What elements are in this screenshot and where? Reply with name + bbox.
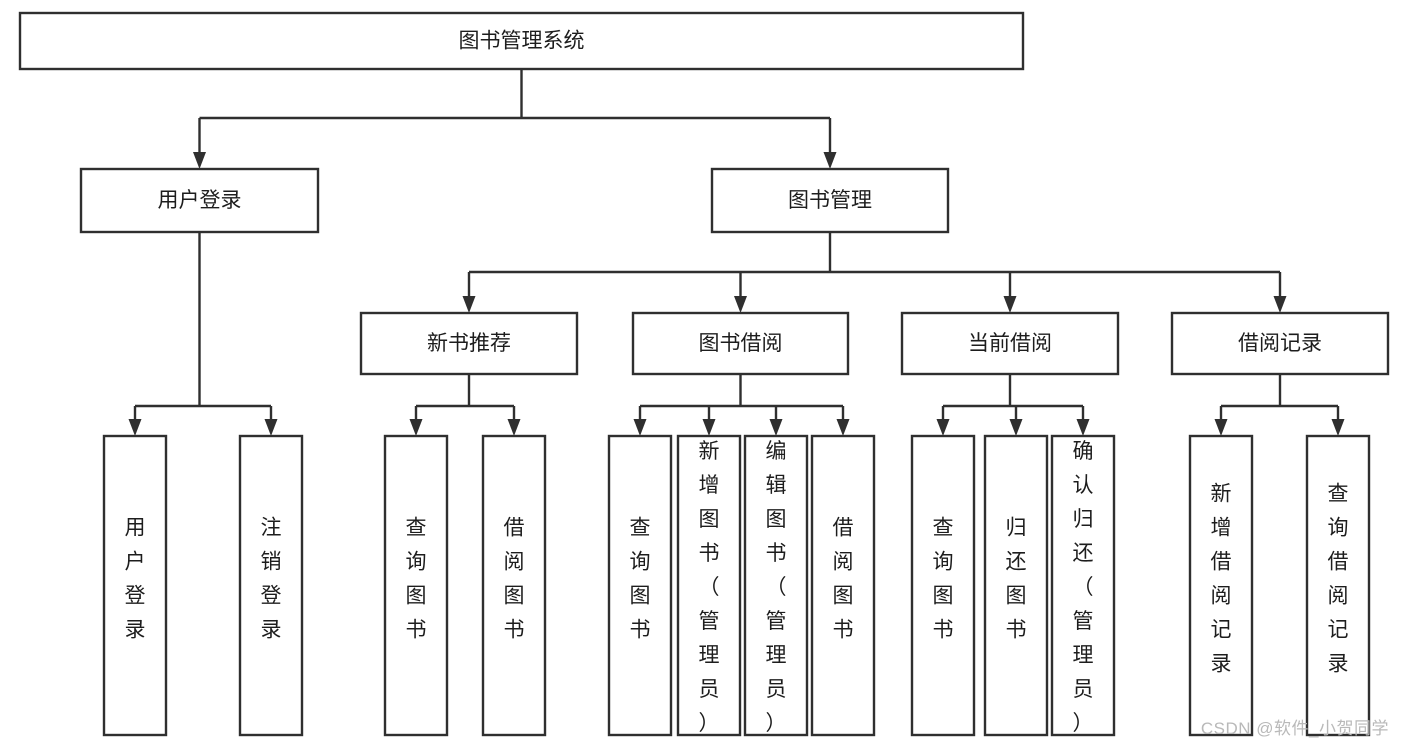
node-leaf-current-query-book[interactable]: 查询图书 bbox=[910, 434, 976, 737]
node-book-borrow[interactable]: 图书借阅 bbox=[631, 311, 850, 376]
node-leaf-current-return-book[interactable]: 归还图书 bbox=[983, 434, 1049, 737]
node-label-new-book-rec: 新书推荐 bbox=[427, 332, 511, 355]
node-root[interactable]: 图书管理系统 bbox=[18, 11, 1025, 71]
node-label-book-manage: 图书管理 bbox=[788, 189, 872, 212]
node-box-leaf-rec-borrow-book[interactable] bbox=[481, 434, 547, 737]
node-leaf-record-add[interactable]: 新增借阅记录 bbox=[1188, 434, 1254, 737]
node-label-leaf-current-confirm-return: 确认归还（管理员） bbox=[1073, 440, 1094, 735]
node-leaf-borrow-edit-book[interactable]: 编辑图书（管理员） bbox=[743, 434, 809, 737]
connector-root bbox=[193, 69, 837, 169]
connector-layer bbox=[128, 69, 1345, 436]
node-box-root[interactable] bbox=[18, 11, 1025, 71]
node-box-leaf-borrow-edit-book[interactable] bbox=[743, 434, 809, 737]
node-box-leaf-current-confirm-return[interactable] bbox=[1050, 434, 1116, 737]
connector-user-login bbox=[128, 232, 278, 436]
node-leaf-borrow-add-book[interactable]: 新增图书（管理员） bbox=[676, 434, 742, 737]
node-label-leaf-rec-borrow-book: 借阅图书 bbox=[504, 517, 525, 642]
node-label-root: 图书管理系统 bbox=[459, 30, 585, 53]
node-leaf-rec-borrow-book[interactable]: 借阅图书 bbox=[481, 434, 547, 737]
node-box-new-book-rec[interactable] bbox=[359, 311, 579, 376]
node-leaf-rec-query-book[interactable]: 查询图书 bbox=[383, 434, 449, 737]
node-label-user-login: 用户登录 bbox=[158, 189, 242, 212]
connector-book-manage bbox=[462, 232, 1287, 313]
node-box-current-borrow[interactable] bbox=[900, 311, 1120, 376]
connector-book-borrow bbox=[633, 374, 850, 436]
node-box-leaf-borrow-add-book[interactable] bbox=[676, 434, 742, 737]
node-label-leaf-rec-query-book: 查询图书 bbox=[406, 517, 427, 642]
node-label-leaf-user-logout: 注销登录 bbox=[261, 517, 282, 642]
node-current-borrow[interactable]: 当前借阅 bbox=[900, 311, 1120, 376]
node-label-leaf-record-query: 查询借阅记录 bbox=[1328, 483, 1349, 676]
node-box-borrow-record[interactable] bbox=[1170, 311, 1390, 376]
node-label-leaf-borrow-borrow-book: 借阅图书 bbox=[833, 517, 854, 642]
node-box-user-login[interactable] bbox=[79, 167, 320, 234]
node-user-login[interactable]: 用户登录 bbox=[79, 167, 320, 234]
node-new-book-rec[interactable]: 新书推荐 bbox=[359, 311, 579, 376]
node-label-borrow-record: 借阅记录 bbox=[1238, 332, 1322, 355]
node-label-leaf-record-add: 新增借阅记录 bbox=[1211, 483, 1232, 676]
node-leaf-current-confirm-return[interactable]: 确认归还（管理员） bbox=[1050, 434, 1116, 737]
connector-new-book-rec bbox=[409, 374, 521, 436]
node-leaf-user-logout[interactable]: 注销登录 bbox=[238, 434, 304, 737]
node-label-leaf-borrow-add-book: 新增图书（管理员） bbox=[699, 440, 720, 735]
node-box-book-manage[interactable] bbox=[710, 167, 950, 234]
node-box-leaf-current-query-book[interactable] bbox=[910, 434, 976, 737]
node-leaf-user-login[interactable]: 用户登录 bbox=[102, 434, 168, 737]
node-layer: 图书管理系统用户登录图书管理新书推荐图书借阅当前借阅借阅记录用户登录注销登录查询… bbox=[18, 11, 1390, 737]
connector-current-borrow bbox=[936, 374, 1090, 436]
node-borrow-record[interactable]: 借阅记录 bbox=[1170, 311, 1390, 376]
node-box-leaf-current-return-book[interactable] bbox=[983, 434, 1049, 737]
connector-borrow-record bbox=[1214, 374, 1345, 436]
node-label-leaf-current-return-book: 归还图书 bbox=[1006, 517, 1027, 642]
node-box-leaf-rec-query-book[interactable] bbox=[383, 434, 449, 737]
node-label-leaf-borrow-edit-book: 编辑图书（管理员） bbox=[766, 440, 787, 735]
node-box-leaf-record-query[interactable] bbox=[1305, 434, 1371, 737]
node-box-leaf-record-add[interactable] bbox=[1188, 434, 1254, 737]
node-label-current-borrow: 当前借阅 bbox=[968, 332, 1052, 355]
node-leaf-record-query[interactable]: 查询借阅记录 bbox=[1305, 434, 1371, 737]
node-box-book-borrow[interactable] bbox=[631, 311, 850, 376]
node-label-leaf-current-query-book: 查询图书 bbox=[933, 517, 954, 642]
node-box-leaf-user-login[interactable] bbox=[102, 434, 168, 737]
node-box-leaf-user-logout[interactable] bbox=[238, 434, 304, 737]
node-label-leaf-borrow-query-book: 查询图书 bbox=[630, 517, 651, 642]
node-book-manage[interactable]: 图书管理 bbox=[710, 167, 950, 234]
node-label-book-borrow: 图书借阅 bbox=[699, 332, 783, 355]
node-label-leaf-user-login: 用户登录 bbox=[125, 517, 146, 642]
node-box-leaf-borrow-borrow-book[interactable] bbox=[810, 434, 876, 737]
node-leaf-borrow-borrow-book[interactable]: 借阅图书 bbox=[810, 434, 876, 737]
node-leaf-borrow-query-book[interactable]: 查询图书 bbox=[607, 434, 673, 737]
node-box-leaf-borrow-query-book[interactable] bbox=[607, 434, 673, 737]
